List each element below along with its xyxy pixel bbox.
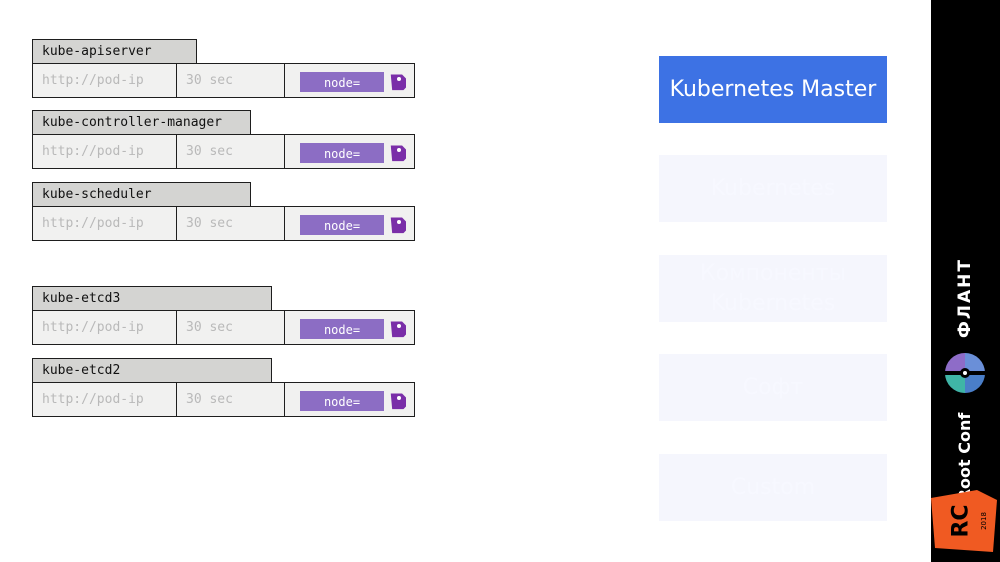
scrape-interval: 30 sec <box>177 383 285 416</box>
job-row: http://pod-ip 30 sec node= <box>32 382 415 417</box>
job-row: http://pod-ip 30 sec node= <box>32 310 415 345</box>
labels-cell: node= <box>285 207 414 240</box>
tag-icon <box>390 393 406 410</box>
rc-badge-icon <box>931 490 997 552</box>
job-row: http://pod-ip 30 sec node= <box>32 134 415 169</box>
flant-logo-icon <box>944 353 986 393</box>
nav-item-label: Kubernetes <box>710 175 836 201</box>
job-row: http://pod-ip 30 sec node= <box>32 206 415 241</box>
nav-item-kubernetes-master[interactable]: Kubernetes Master <box>659 56 887 123</box>
target-url: http://pod-ip <box>33 64 177 97</box>
label-text: node= <box>323 76 361 90</box>
label-text: node= <box>323 395 361 409</box>
scrape-interval: 30 sec <box>177 135 285 168</box>
label-chip: node= <box>300 215 406 235</box>
tag-icon <box>390 321 406 338</box>
tag-icon <box>390 217 406 234</box>
nav-item-software[interactable]: Софт <box>659 354 887 421</box>
target-url: http://pod-ip <box>33 311 177 344</box>
nav-item-label: Софт <box>742 374 804 400</box>
target-url: http://pod-ip <box>33 207 177 240</box>
scrape-interval: 30 sec <box>177 311 285 344</box>
scrape-interval: 30 sec <box>177 64 285 97</box>
labels-cell: node= <box>285 383 414 416</box>
rc-year: 2018 <box>980 512 988 530</box>
nav-item-label: Компоненты Kubernetes <box>699 260 846 316</box>
label-chip: node= <box>300 391 406 411</box>
label-chip: node= <box>300 72 406 92</box>
labels-cell: node= <box>285 135 414 168</box>
job-name: kube-scheduler <box>32 182 251 206</box>
job-name: kube-etcd3 <box>32 286 272 310</box>
target-url: http://pod-ip <box>33 135 177 168</box>
branding-bar: ФЛАНТ Root Conf RC 2018 <box>931 0 1000 562</box>
labels-cell: node= <box>285 311 414 344</box>
rc-badge-text: RC <box>948 504 974 538</box>
labels-cell: node= <box>285 64 414 97</box>
label-chip: node= <box>300 319 406 339</box>
job-name: kube-etcd2 <box>32 358 272 382</box>
job-row: http://pod-ip 30 sec node= <box>32 63 415 98</box>
nav-item-label: Kubernetes Master <box>669 76 877 102</box>
label-text: node= <box>323 219 361 233</box>
label-text: node= <box>323 323 361 337</box>
scrape-interval: 30 sec <box>177 207 285 240</box>
job-name: kube-apiserver <box>32 39 197 63</box>
label-text: node= <box>323 147 361 161</box>
company-name: ФЛАНТ <box>955 258 975 338</box>
tag-icon <box>390 145 406 162</box>
label-chip: node= <box>300 143 406 163</box>
nav-item-kubernetes-components[interactable]: Компоненты Kubernetes <box>659 255 887 322</box>
nav-item-label: Custom <box>730 474 816 500</box>
conference-logo: Root Conf <box>955 412 974 502</box>
nav-item-kubernetes[interactable]: Kubernetes <box>659 155 887 222</box>
tag-icon <box>390 74 406 91</box>
target-url: http://pod-ip <box>33 383 177 416</box>
job-name: kube-controller-manager <box>32 110 251 134</box>
nav-item-custom[interactable]: Custom <box>659 454 887 521</box>
